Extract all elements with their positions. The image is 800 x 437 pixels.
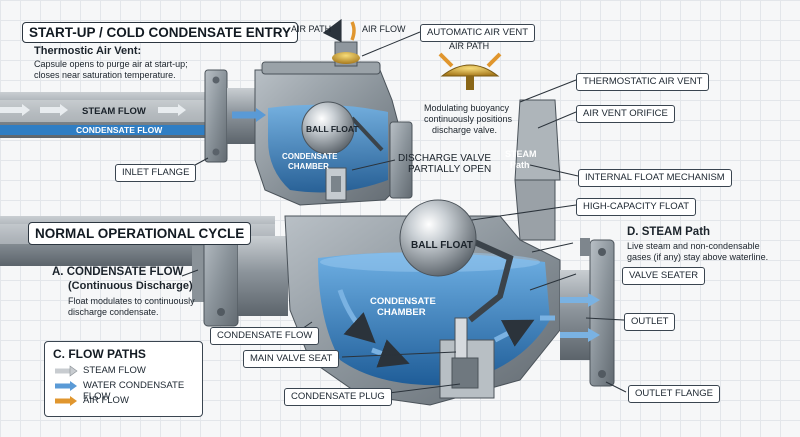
section-a-line1: Float modulates to continuously [68, 296, 195, 307]
top-steam-path-2: Path [510, 160, 530, 170]
section-a-title-1: A. CONDENSATE FLOW [52, 266, 183, 278]
air-path-inset-label: AIR PATH [449, 41, 489, 52]
section-a-line2: discharge condensate. [68, 307, 159, 318]
thermostic-note-title: Thermostic Air Vent: [34, 45, 141, 57]
bottom-condensate-chamber-2: CHAMBER [377, 307, 426, 318]
steam-path-line2: gases (if any) stay above waterline. [627, 252, 768, 263]
modulating-note-1: Modulating buoyancy [424, 103, 509, 114]
thermostic-note-line1: Capsule opens to purge air at start-up; [34, 59, 188, 70]
bottom-condensate-chamber-1: CONDENSATE [370, 296, 436, 307]
air-vent-orifice-tag: AIR VENT ORIFICE [576, 105, 675, 123]
discharge-valve-label-2: PARTIALLY OPEN [408, 164, 491, 175]
high-capacity-float-tag: HIGH-CAPACITY FLOAT [576, 198, 696, 216]
discharge-valve-label-1: DISCHARGE VALVE [398, 153, 491, 164]
top-discharge-valve-shape [326, 168, 346, 200]
automatic-air-vent-tag: AUTOMATIC AIR VENT [420, 24, 535, 42]
modulating-note-2: continuously positions [424, 114, 512, 125]
steam-path-line1: Live steam and non-condensable [627, 241, 760, 252]
outlet-flange-tag: OUTLET FLANGE [628, 385, 720, 403]
air-vent-inset-shape [440, 54, 500, 90]
condensate-flow-tag: CONDENSATE FLOW [210, 327, 319, 345]
legend-arrow-air [55, 396, 77, 406]
steam-path-title: D. STEAM Path [627, 226, 710, 238]
startup-heading: START-UP / COLD CONDENSATE ENTRY [22, 22, 298, 43]
outlet-section [560, 238, 614, 386]
air-flow-label: AIR FLOW [362, 24, 406, 35]
main-valve-seat-tag: MAIN VALVE SEAT [243, 350, 339, 368]
top-condensate-chamber-1: CONDENSATE [282, 152, 337, 161]
top-steam-path-1: STEAM [505, 149, 537, 159]
top-condensate-flow-label: CONDENSATE FLOW [76, 125, 162, 135]
top-ball-float-label: BALL FLOAT [306, 124, 359, 134]
top-steam-flow-label: STEAM FLOW [82, 106, 146, 117]
inlet-flange-tag: INLET FLANGE [115, 164, 196, 182]
legend-item-air: AIR FLOW [83, 395, 129, 406]
section-a-title-2: (Continuous Discharge) [68, 280, 193, 292]
valve-seater-tag: VALVE SEATER [622, 267, 705, 285]
top-condensate-chamber-2: CHAMBER [288, 162, 329, 171]
flow-paths-legend: C. FLOW PATHS STEAM FLOW WATER CONDENSAT… [44, 341, 203, 417]
condensate-plug-tag: CONDENSATE PLUG [284, 388, 392, 406]
legend-arrow-steam [55, 366, 77, 376]
air-path-label: AIR PATH [291, 24, 331, 35]
outlet-tag: OUTLET [624, 313, 675, 331]
thermostic-note-line2: closes near saturation temperature. [34, 70, 176, 81]
internal-float-mechanism-tag: INTERNAL FLOAT MECHANISM [578, 169, 732, 187]
modulating-note-3: discharge valve. [432, 125, 497, 136]
top-air-vent-cap [332, 22, 360, 66]
bottom-ball-float-label: BALL FLOAT [411, 240, 473, 251]
thermostatic-air-vent-tag: THERMOSTATIC AIR VENT [576, 73, 709, 91]
normal-cycle-heading: NORMAL OPERATIONAL CYCLE [28, 222, 251, 245]
legend-item-steam: STEAM FLOW [83, 365, 146, 376]
legend-arrow-water [55, 381, 77, 391]
